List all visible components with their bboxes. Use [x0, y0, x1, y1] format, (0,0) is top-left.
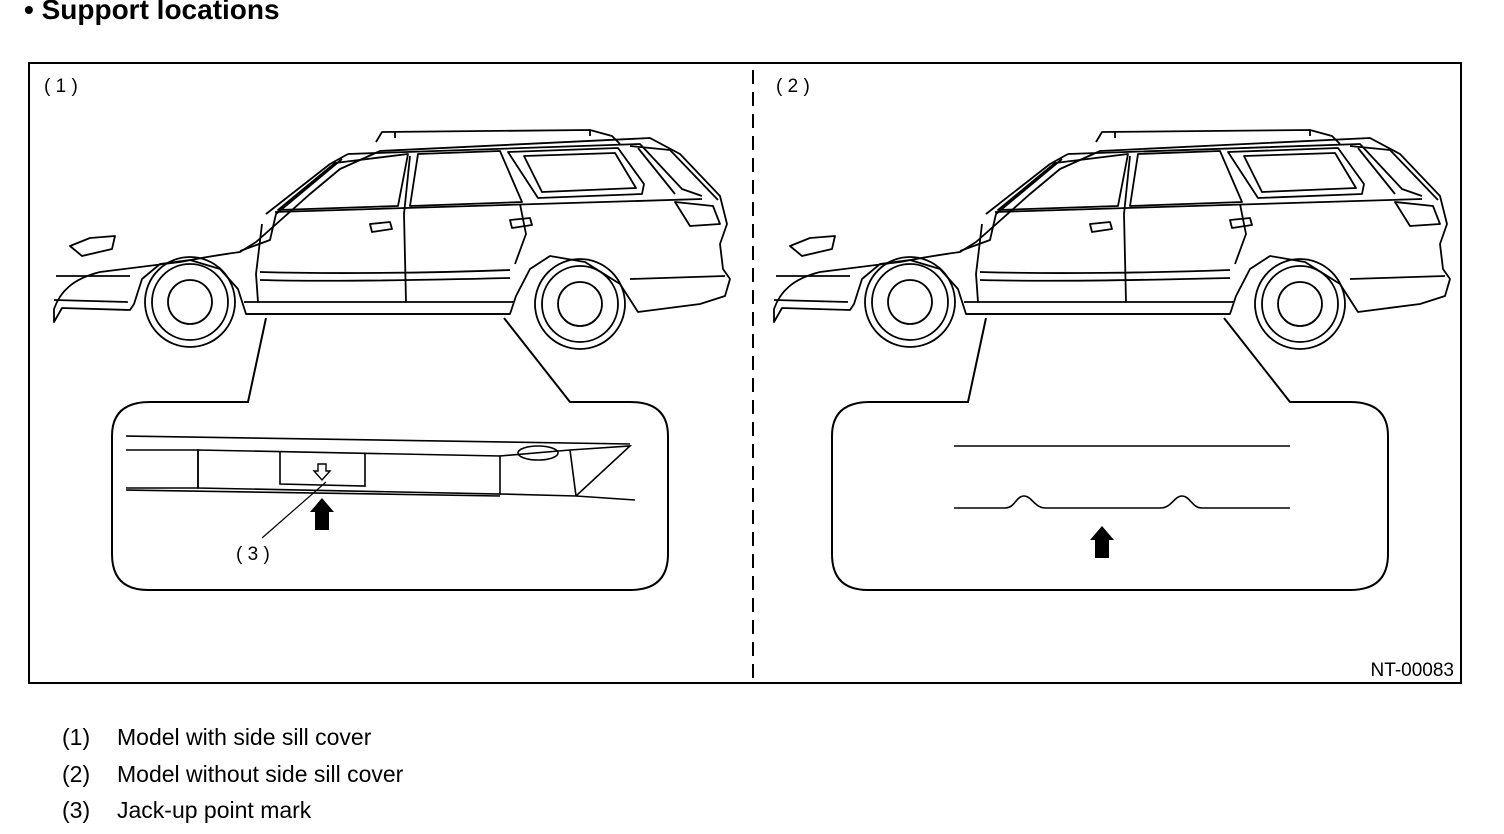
panel-1-label: ( 1 ): [44, 76, 78, 97]
figure-drawing: ( 1 ) ( 2 ) ( 3 ) NT-00083: [44, 70, 1454, 682]
legend-number: (1): [62, 724, 91, 750]
legend-text: Model without side sill cover: [117, 760, 404, 787]
car-without-sill-cover: [773, 129, 1451, 350]
support-locations-figure: ( 1 ) ( 2 ) ( 3 ) NT-00083: [28, 62, 1462, 684]
legend-number: (3): [62, 797, 91, 823]
lift-point-arrow-icon-2: [1090, 526, 1114, 558]
section-title: • Support locations: [24, 0, 280, 25]
figure-id: NT-00083: [1371, 660, 1454, 681]
callout-no-sill-cover: [831, 317, 1389, 591]
car-with-sill-cover: [53, 129, 731, 350]
lift-point-arrow-icon: [310, 498, 334, 530]
callout-sill-cover: [111, 317, 669, 591]
legend-text: Model with side sill cover: [117, 724, 372, 750]
sill-flange-detail: [954, 445, 1290, 509]
callout-3-label: ( 3 ): [236, 544, 270, 565]
callout-leader-line: [261, 481, 327, 539]
sill-cover-detail: [125, 435, 636, 501]
jack-up-point-mark-icon: [312, 463, 332, 482]
legend-number: (2): [62, 760, 91, 787]
legend-text: Jack-up point mark: [117, 797, 312, 823]
panel-2-label: ( 2 ): [776, 76, 810, 97]
